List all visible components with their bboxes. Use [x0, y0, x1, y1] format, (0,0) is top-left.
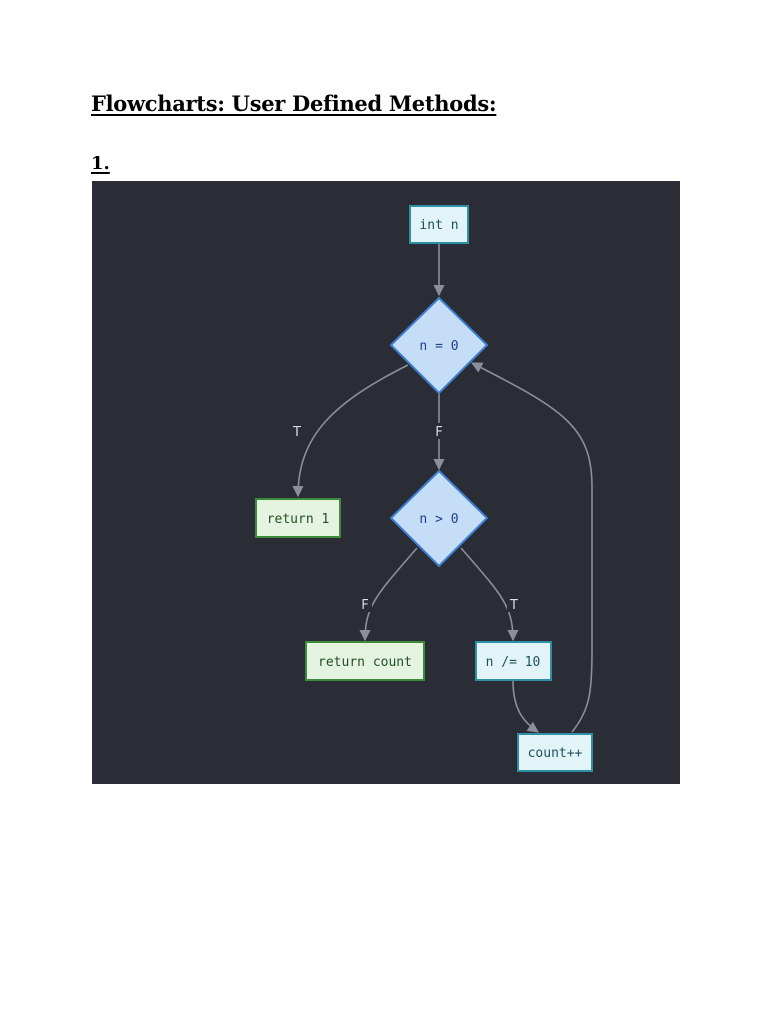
- edge-label-f-lower: F: [361, 598, 368, 613]
- node-return-one-label: return 1: [267, 512, 330, 527]
- edge-increment-to-check-zero: [471, 362, 593, 733]
- flowchart-canvas: T F F T int n n = 0 return 1 n > 0: [255, 205, 593, 772]
- edges: [292, 244, 593, 733]
- node-divide: n /= 10: [475, 641, 552, 681]
- node-return-count-label: return count: [318, 655, 412, 670]
- node-increment: count++: [517, 733, 593, 772]
- flowchart-diagram: T F F T int n n = 0 return 1 n > 0: [92, 181, 680, 784]
- node-increment-label: count++: [528, 746, 583, 761]
- edge-label-t-left: T: [292, 425, 301, 440]
- node-check-zero-label: n = 0: [419, 339, 458, 354]
- edge-check-zero-to-return-one: [292, 364, 409, 498]
- node-check-positive-label: n > 0: [419, 512, 458, 527]
- node-return-one: return 1: [255, 498, 341, 538]
- edge-divide-to-increment: [512, 680, 539, 733]
- item-number: 1.: [91, 153, 110, 174]
- node-check-positive: n > 0: [389, 469, 489, 568]
- edge-check-positive-to-divide: [460, 547, 519, 642]
- page-heading: Flowcharts: User Defined Methods:: [91, 91, 497, 116]
- edge-labels: T F F T: [290, 423, 521, 613]
- node-start: int n: [409, 205, 469, 244]
- node-return-count: return count: [305, 641, 425, 681]
- node-divide-label: n /= 10: [486, 655, 541, 670]
- edge-check-positive-to-return-count: [359, 547, 418, 642]
- edge-label-t-lower: T: [509, 598, 518, 613]
- node-start-label: int n: [419, 218, 458, 233]
- edge-label-f-center: F: [435, 425, 442, 440]
- node-check-zero: n = 0: [389, 296, 489, 395]
